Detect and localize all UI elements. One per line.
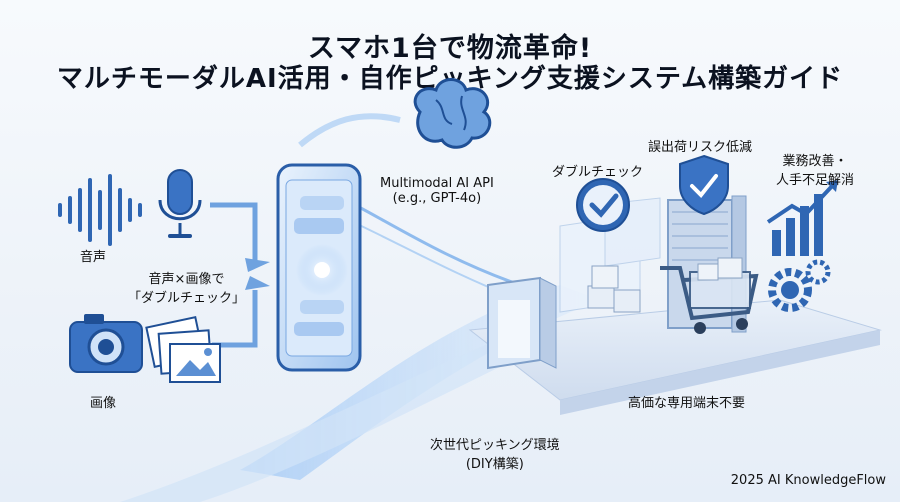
api-line-2: (e.g., GPT-4o)	[392, 191, 482, 206]
double-check-line-1: 音声×画像で	[148, 272, 225, 287]
no-terminal-label: 高価な専用端末不要	[628, 396, 746, 411]
shopping-cart-icon	[660, 257, 759, 334]
scanner-gate-icon	[487, 276, 557, 370]
voice-label: 音声	[80, 250, 107, 265]
api-line-1: Multimodal AI API	[380, 176, 494, 191]
arrow-head-bottom	[245, 276, 270, 290]
credit: 2025 AI KnowledgeFlow	[730, 473, 886, 488]
double-check-right-label: ダブルチェック	[552, 165, 644, 180]
boxes-icon	[587, 265, 641, 313]
api-caption: Multimodal AI API (e.g., GPT-4o)	[380, 176, 494, 206]
title-line-1: スマホ1台で物流革命!	[307, 33, 593, 64]
improve-line-1: 業務改善・	[782, 154, 848, 169]
warehouse-floor	[468, 299, 882, 415]
voice-wave-icon	[58, 174, 142, 246]
brain-icon	[413, 78, 492, 149]
improve-line-2: 人手不足解消	[776, 173, 855, 188]
double-check-caption: 音声×画像で 「ダブルチェック」	[128, 268, 245, 306]
arrow-head-top	[245, 258, 270, 272]
microphone-icon	[158, 169, 202, 238]
risk-label: 誤出荷リスク低減	[648, 140, 753, 155]
improve-caption: 業務改善・ 人手不足解消	[776, 150, 854, 188]
next-gen-caption: 次世代ピッキング環境 (DIY構築)	[430, 434, 560, 472]
checkmark-icon	[576, 178, 630, 232]
input-arrows	[210, 202, 258, 348]
gear-icon	[768, 259, 831, 312]
photos-icon	[145, 316, 221, 383]
next-gen-line-1: 次世代ピッキング環境	[430, 438, 560, 453]
next-gen-line-2: (DIY構築)	[465, 457, 524, 472]
image-label: 画像	[90, 396, 117, 411]
holo-panels	[559, 197, 661, 313]
double-check-line-2: 「ダブルチェック」	[128, 291, 246, 306]
growth-chart-icon	[766, 180, 838, 256]
camera-icon	[69, 314, 143, 373]
shield-check-icon	[679, 154, 729, 216]
smartphone-icon	[276, 163, 362, 372]
